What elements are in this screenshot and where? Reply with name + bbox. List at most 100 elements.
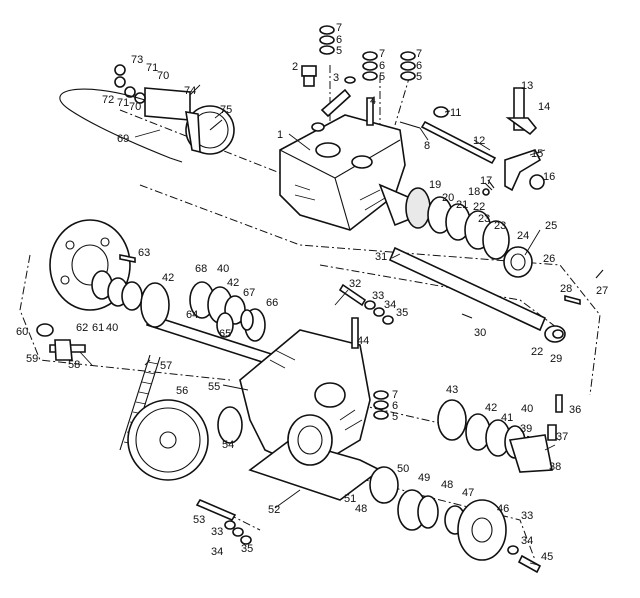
label-22b: 22 bbox=[531, 346, 543, 358]
label-12: 12 bbox=[473, 135, 485, 147]
label-8: 8 bbox=[424, 140, 430, 152]
label-37: 37 bbox=[556, 431, 568, 443]
label-42b: 42 bbox=[227, 277, 239, 289]
label-50: 50 bbox=[397, 463, 409, 475]
label-21: 21 bbox=[456, 199, 468, 211]
label-19: 19 bbox=[429, 179, 441, 191]
label-36: 36 bbox=[569, 404, 581, 416]
label-60: 60 bbox=[16, 326, 28, 338]
seal-54 bbox=[217, 406, 243, 444]
breather-plug bbox=[301, 65, 317, 87]
label-56: 56 bbox=[176, 385, 188, 397]
bolt-stack-3 bbox=[400, 51, 416, 81]
label-70a: 70 bbox=[157, 70, 169, 82]
centerline-bolt-top3 bbox=[394, 74, 411, 126]
label-27: 27 bbox=[596, 285, 608, 297]
main-shaft bbox=[388, 246, 547, 332]
stud-53 bbox=[195, 498, 237, 522]
label-7d: 7 bbox=[392, 389, 398, 401]
label-16: 16 bbox=[543, 171, 555, 183]
label-6c: 6 bbox=[416, 60, 422, 72]
label-26: 26 bbox=[543, 253, 555, 265]
label-75: 75 bbox=[220, 104, 232, 116]
lever-washer bbox=[344, 76, 356, 84]
stud-32 bbox=[338, 283, 367, 307]
bottom-gear-cluster bbox=[369, 466, 542, 574]
bolt-stack-1 bbox=[319, 25, 335, 55]
label-45: 45 bbox=[541, 551, 553, 563]
label-33c: 33 bbox=[211, 526, 223, 538]
pin-8 bbox=[399, 121, 421, 129]
stud-44 bbox=[351, 317, 359, 349]
label-28: 28 bbox=[560, 283, 572, 295]
label-20: 20 bbox=[442, 192, 454, 204]
label-6a: 6 bbox=[336, 34, 342, 46]
bracket-59 bbox=[54, 339, 73, 361]
leader-lines bbox=[79, 84, 556, 566]
label-6b: 6 bbox=[379, 60, 385, 72]
label-54: 54 bbox=[222, 439, 234, 451]
label-7a: 7 bbox=[336, 22, 342, 34]
label-11: 11 bbox=[450, 107, 461, 119]
label-66: 66 bbox=[266, 297, 278, 309]
label-32: 32 bbox=[349, 278, 361, 290]
label-5c: 5 bbox=[416, 71, 422, 83]
label-22a: 22 bbox=[473, 201, 485, 213]
label-23b: 23 bbox=[494, 220, 506, 232]
label-65: 65 bbox=[219, 328, 231, 340]
centerline-speedo bbox=[119, 109, 286, 176]
label-64: 64 bbox=[186, 309, 198, 321]
label-33a: 33 bbox=[372, 290, 384, 302]
stud bbox=[366, 97, 374, 126]
ball-18 bbox=[482, 188, 490, 196]
seal-11 bbox=[433, 106, 449, 118]
label-48a: 48 bbox=[355, 503, 367, 515]
label-24: 24 bbox=[517, 230, 529, 242]
clip-27 bbox=[595, 269, 604, 279]
label-7c: 7 bbox=[416, 48, 422, 60]
label-74: 74 bbox=[184, 85, 196, 97]
bearing-67 bbox=[240, 309, 254, 331]
label-1: 1 bbox=[277, 129, 283, 141]
big-gear bbox=[127, 399, 209, 481]
output-gear-cluster bbox=[437, 394, 563, 473]
pin-28 bbox=[564, 294, 581, 306]
label-58: 58 bbox=[68, 359, 80, 371]
label-63: 63 bbox=[138, 247, 150, 259]
label-30: 30 bbox=[474, 327, 486, 339]
label-40b: 40 bbox=[217, 263, 229, 275]
key-30 bbox=[461, 313, 473, 319]
upper-housing bbox=[279, 114, 421, 231]
label-33b: 33 bbox=[521, 510, 533, 522]
bolt-stack-2 bbox=[362, 51, 378, 81]
label-51: 51 bbox=[344, 493, 356, 505]
label-49: 49 bbox=[418, 472, 430, 484]
label-57: 57 bbox=[160, 360, 172, 372]
label-14: 14 bbox=[538, 101, 550, 113]
lower-housing bbox=[239, 329, 382, 501]
label-34b: 34 bbox=[521, 535, 533, 547]
label-61: 61 bbox=[92, 322, 104, 334]
speedo-cable bbox=[59, 88, 183, 163]
label-4: 4 bbox=[370, 95, 376, 107]
label-40c: 40 bbox=[521, 403, 533, 415]
left-hub bbox=[49, 219, 143, 311]
label-55: 55 bbox=[208, 381, 220, 393]
label-68: 68 bbox=[195, 263, 207, 275]
label-3: 3 bbox=[333, 72, 339, 84]
speedometer bbox=[114, 64, 235, 155]
label-34c: 34 bbox=[211, 546, 223, 558]
label-15: 15 bbox=[531, 148, 543, 160]
label-5a: 5 bbox=[336, 45, 342, 57]
label-73: 73 bbox=[131, 54, 143, 66]
label-52: 52 bbox=[268, 504, 280, 516]
label-29: 29 bbox=[550, 353, 562, 365]
label-42a: 42 bbox=[162, 272, 174, 284]
label-18: 18 bbox=[468, 186, 480, 198]
label-39: 39 bbox=[520, 423, 532, 435]
label-48b: 48 bbox=[441, 479, 453, 491]
label-43: 43 bbox=[446, 384, 458, 396]
centerline-left bbox=[19, 254, 231, 381]
